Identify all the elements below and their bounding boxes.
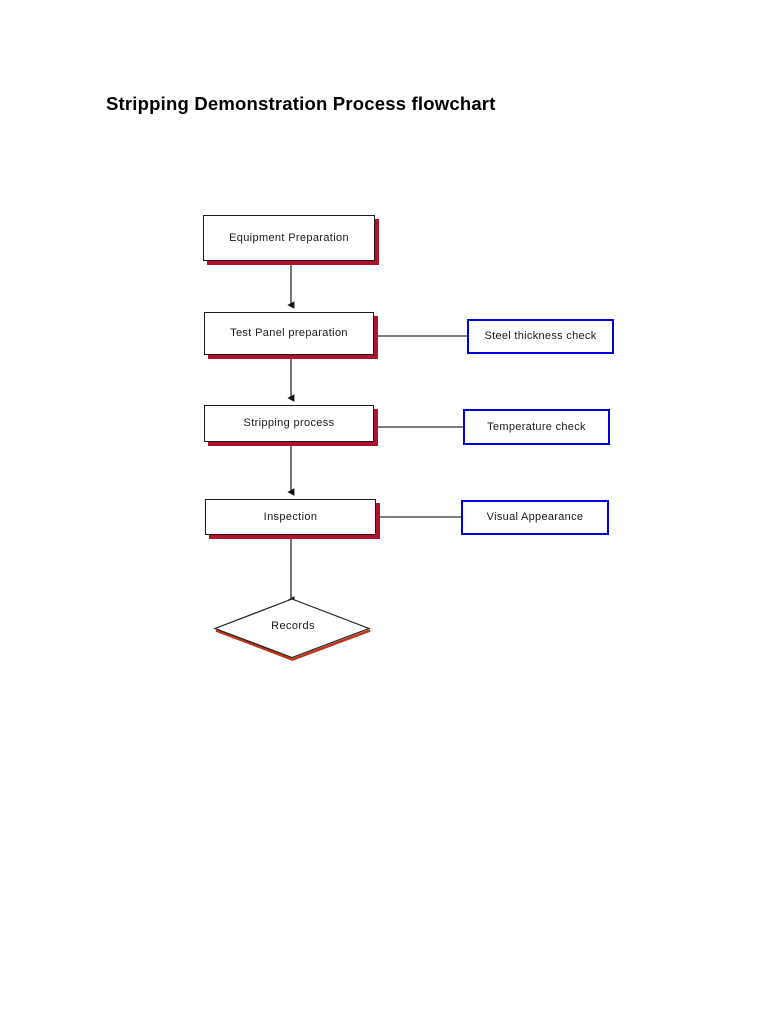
process-node-equipment-preparation[interactable]: Equipment Preparation (203, 215, 375, 261)
decision-node-outline (213, 598, 371, 659)
process-node-label: Inspection (263, 510, 318, 523)
decision-node-label: Records (271, 620, 315, 632)
process-node-label: Equipment Preparation (229, 231, 349, 244)
process-node-stripping-process[interactable]: Stripping process (204, 405, 374, 442)
check-node-label: Visual Appearance (486, 511, 584, 523)
process-node-inspection[interactable]: Inspection (205, 499, 376, 535)
decision-node-shadow (215, 629, 371, 661)
check-node-temperature-check[interactable]: Temperature check (463, 409, 610, 445)
process-node-label: Stripping process (243, 417, 335, 429)
check-node-steel-thickness-check[interactable]: Steel thickness check (467, 319, 614, 354)
check-node-label: Temperature check (487, 420, 586, 433)
page-title: Stripping Demonstration Process flowchar… (106, 93, 496, 114)
process-node-test-panel-preparation[interactable]: Test Panel preparation (204, 312, 374, 355)
process-node-label: Test Panel preparation (230, 327, 348, 339)
check-node-visual-appearance[interactable]: Visual Appearance (461, 500, 609, 535)
decision-node-records[interactable]: Records (213, 597, 373, 661)
check-node-label: Steel thickness check (484, 330, 597, 342)
